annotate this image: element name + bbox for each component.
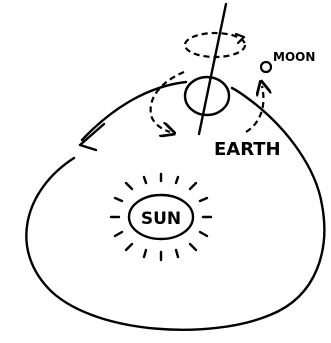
sun: SUN <box>111 174 211 260</box>
earth-orbit <box>26 82 324 330</box>
moon: MOON <box>261 50 315 72</box>
sun-label: SUN <box>141 209 181 229</box>
moon-circle <box>261 62 271 72</box>
earth: EARTH <box>185 4 281 160</box>
earth-label: EARTH <box>214 139 281 160</box>
moon-orbit-left-arc <box>151 72 184 132</box>
moon-label: MOON <box>273 50 315 64</box>
